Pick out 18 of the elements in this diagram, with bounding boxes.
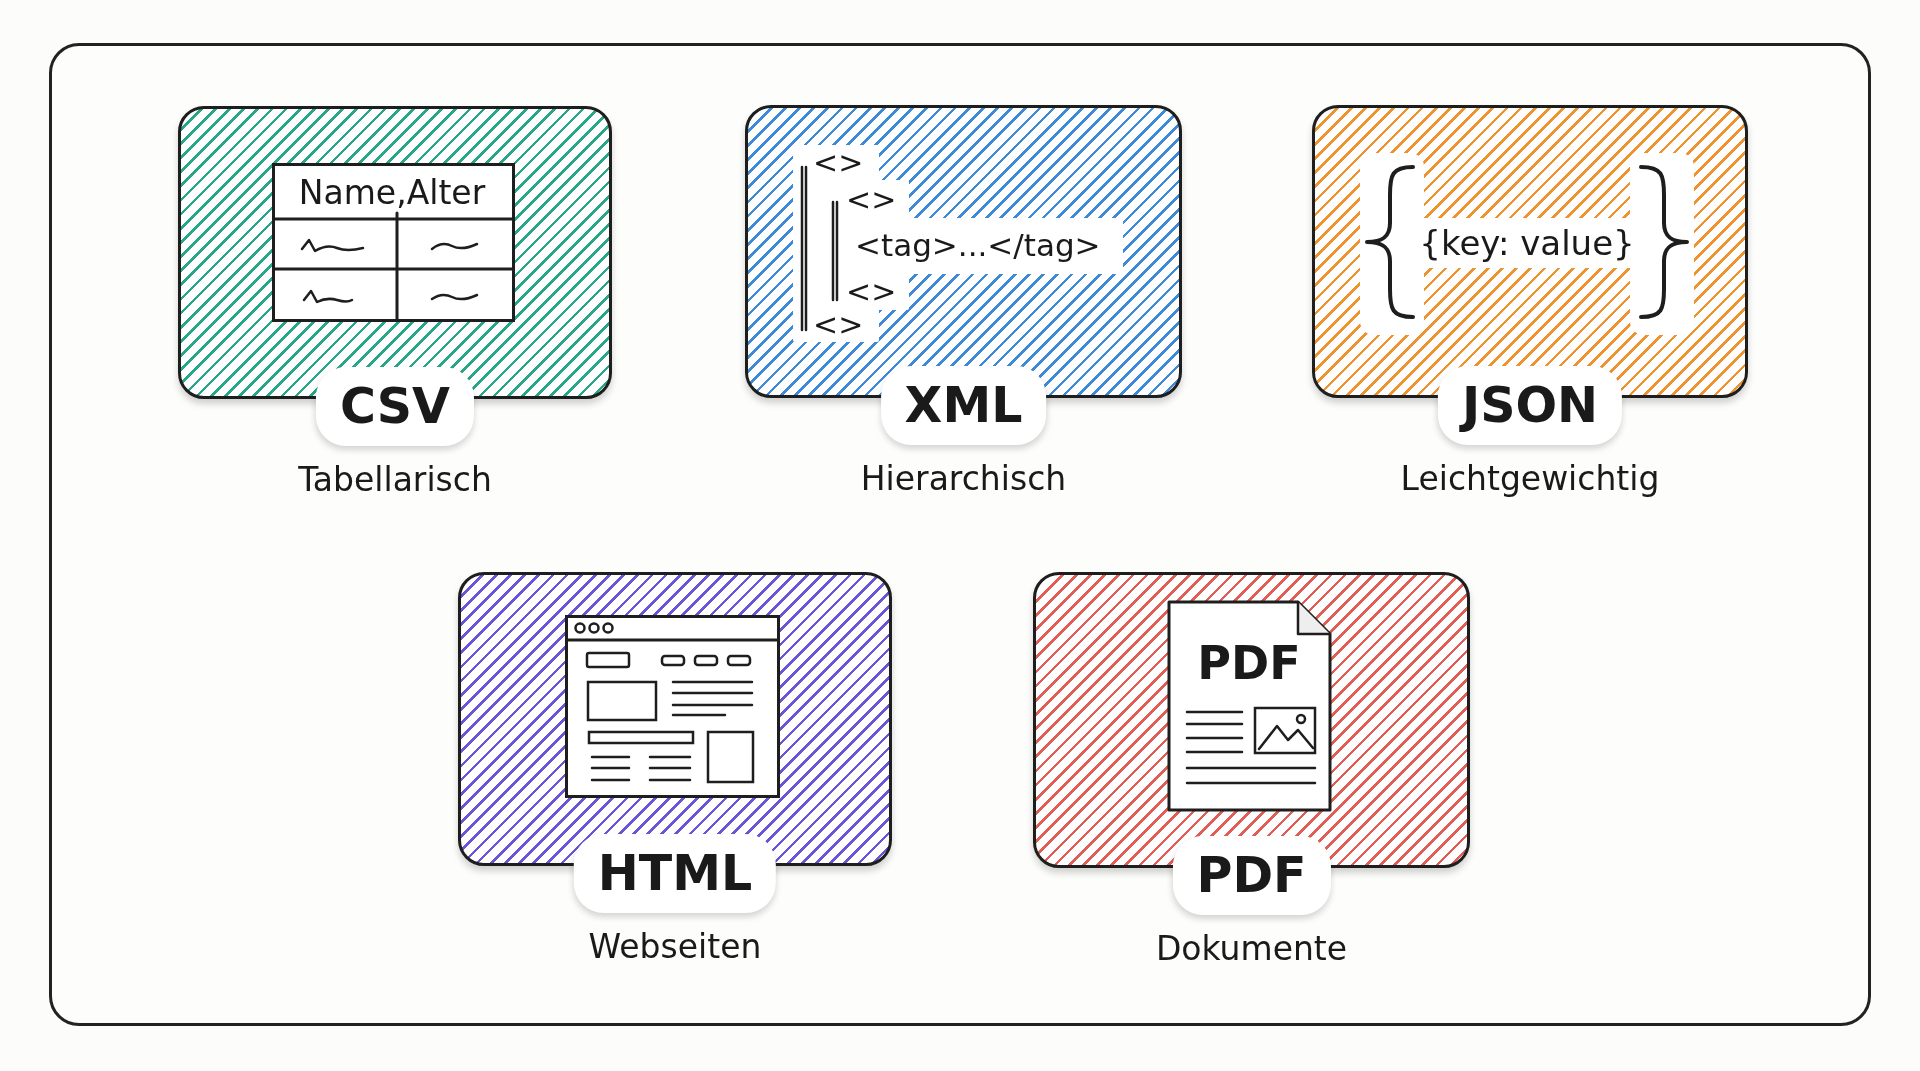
code-line: <>: [846, 185, 897, 215]
code-line: <>: [846, 277, 897, 307]
code-line: <>: [813, 148, 864, 178]
format-caption: Leichtgewichtig: [1400, 462, 1660, 495]
code-line: <tag>...</tag>: [855, 229, 1101, 261]
format-label: XML: [880, 366, 1047, 445]
format-label: PDF: [1172, 836, 1331, 915]
format-label: HTML: [573, 834, 777, 913]
document-title: PDF: [1197, 640, 1301, 686]
code-line: <>: [813, 310, 864, 340]
outer-frame: [49, 43, 1871, 1026]
format-caption: Dokumente: [1155, 932, 1348, 965]
column-header-text: Name,Alter: [298, 175, 486, 209]
format-caption: Webseiten: [588, 930, 762, 963]
format-label: CSV: [315, 367, 475, 446]
format-caption: Hierarchisch: [860, 462, 1067, 495]
format-label: JSON: [1437, 366, 1623, 445]
format-caption: Tabellarisch: [298, 463, 492, 496]
